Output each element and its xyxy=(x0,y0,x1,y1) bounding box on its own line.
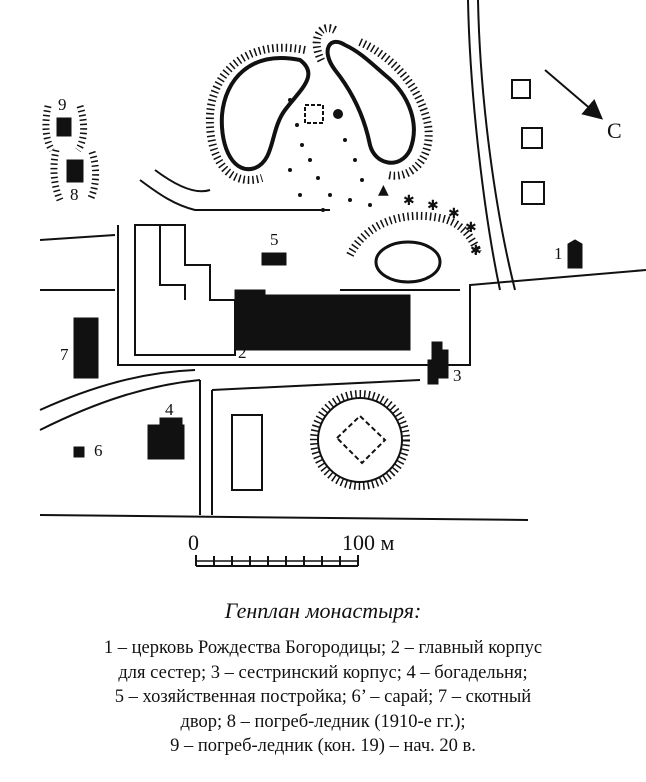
building-2-outline xyxy=(134,224,236,356)
roads xyxy=(39,0,646,521)
legend-line: для сестер; 3 – сестринский корпус; 4 – … xyxy=(118,662,528,683)
mound-dashed-square xyxy=(335,414,387,465)
scale-bar xyxy=(195,555,359,567)
building-8 xyxy=(66,159,84,183)
tree-icon: ✱ xyxy=(448,206,460,222)
caption-title: Генплан монастыря: xyxy=(224,598,422,623)
label-6: 6 xyxy=(94,441,103,460)
building-3 xyxy=(427,341,449,385)
legend-line: 5 – хозяйственная постройка; 6’ – сарай;… xyxy=(114,687,532,707)
legend-line: 9 – погреб-ледник (кон. 19) – нач. 20 в. xyxy=(170,736,476,756)
building-outline-south xyxy=(231,414,263,491)
legend-line: 1 – церковь Рождества Богородицы; 2 – гл… xyxy=(103,638,543,658)
road-diagonal-sw-2 xyxy=(39,369,196,411)
trees: ▲ ✱ ✱ ✱ ✱ ✱ xyxy=(378,182,482,259)
building-2-main-ext xyxy=(234,289,266,336)
cellar-hachures xyxy=(42,104,100,202)
road-north-curve xyxy=(154,169,211,193)
tree-icon: ✱ xyxy=(465,220,477,236)
building-4 xyxy=(147,424,185,460)
buildings xyxy=(56,79,583,491)
north-label: С xyxy=(607,118,622,143)
road-to-3 xyxy=(211,379,421,391)
building-9 xyxy=(56,117,72,137)
tree-icon: ✱ xyxy=(403,193,415,209)
scale-label-zero: 0 xyxy=(188,530,199,555)
pond-right xyxy=(325,39,416,165)
tree-icon: ✱ xyxy=(470,243,482,259)
road-northwest-curve xyxy=(139,179,330,211)
road-main-east-west xyxy=(117,225,646,366)
building-1-church xyxy=(567,239,583,269)
building-5 xyxy=(261,252,287,266)
building-7 xyxy=(73,317,99,379)
road-east-vertical-2 xyxy=(477,0,516,291)
label-4: 4 xyxy=(165,400,174,419)
building-2-outline-inner xyxy=(159,225,186,300)
label-1: 1 xyxy=(554,244,563,263)
pond-small-hachure xyxy=(346,211,482,257)
site-plan-map: ▲ ✱ ✱ ✱ ✱ ✱ С xyxy=(39,0,646,567)
pond-left xyxy=(219,56,311,172)
pond-left-hachure xyxy=(205,43,306,184)
building-4-top xyxy=(159,417,183,429)
pond-small xyxy=(374,240,442,284)
caption-legend: 1 – церковь Рождества Богородицы; 2 – гл… xyxy=(0,636,646,759)
tree-icon: ▲ xyxy=(378,182,389,198)
scale-label-hundred: 100 м xyxy=(342,530,395,555)
north-arrow: С xyxy=(544,69,622,143)
label-2: 2 xyxy=(238,343,247,362)
road-east-vertical xyxy=(467,0,501,291)
building-ne-3 xyxy=(521,181,545,205)
building-ne-2 xyxy=(521,127,543,149)
road-diagonal-sw xyxy=(39,379,201,431)
caption: Генплан монастыря: 1 – церковь Рождества… xyxy=(0,598,646,759)
building-ne-1 xyxy=(511,79,531,99)
garden-dots xyxy=(288,98,372,212)
label-5: 5 xyxy=(270,230,279,249)
road-west-upper xyxy=(39,234,116,241)
legend-line: двор; 8 – погреб-ледник (1910-е гг.); xyxy=(180,711,466,732)
label-3: 3 xyxy=(453,366,462,385)
label-8: 8 xyxy=(70,185,79,204)
building-6 xyxy=(73,446,85,458)
tree-icon: ✱ xyxy=(427,198,439,214)
label-9: 9 xyxy=(58,95,67,114)
ponds xyxy=(205,24,482,284)
round-mound xyxy=(310,390,410,490)
label-7: 7 xyxy=(60,345,69,364)
garden-dashed-square xyxy=(304,104,324,124)
road-south xyxy=(39,514,529,521)
